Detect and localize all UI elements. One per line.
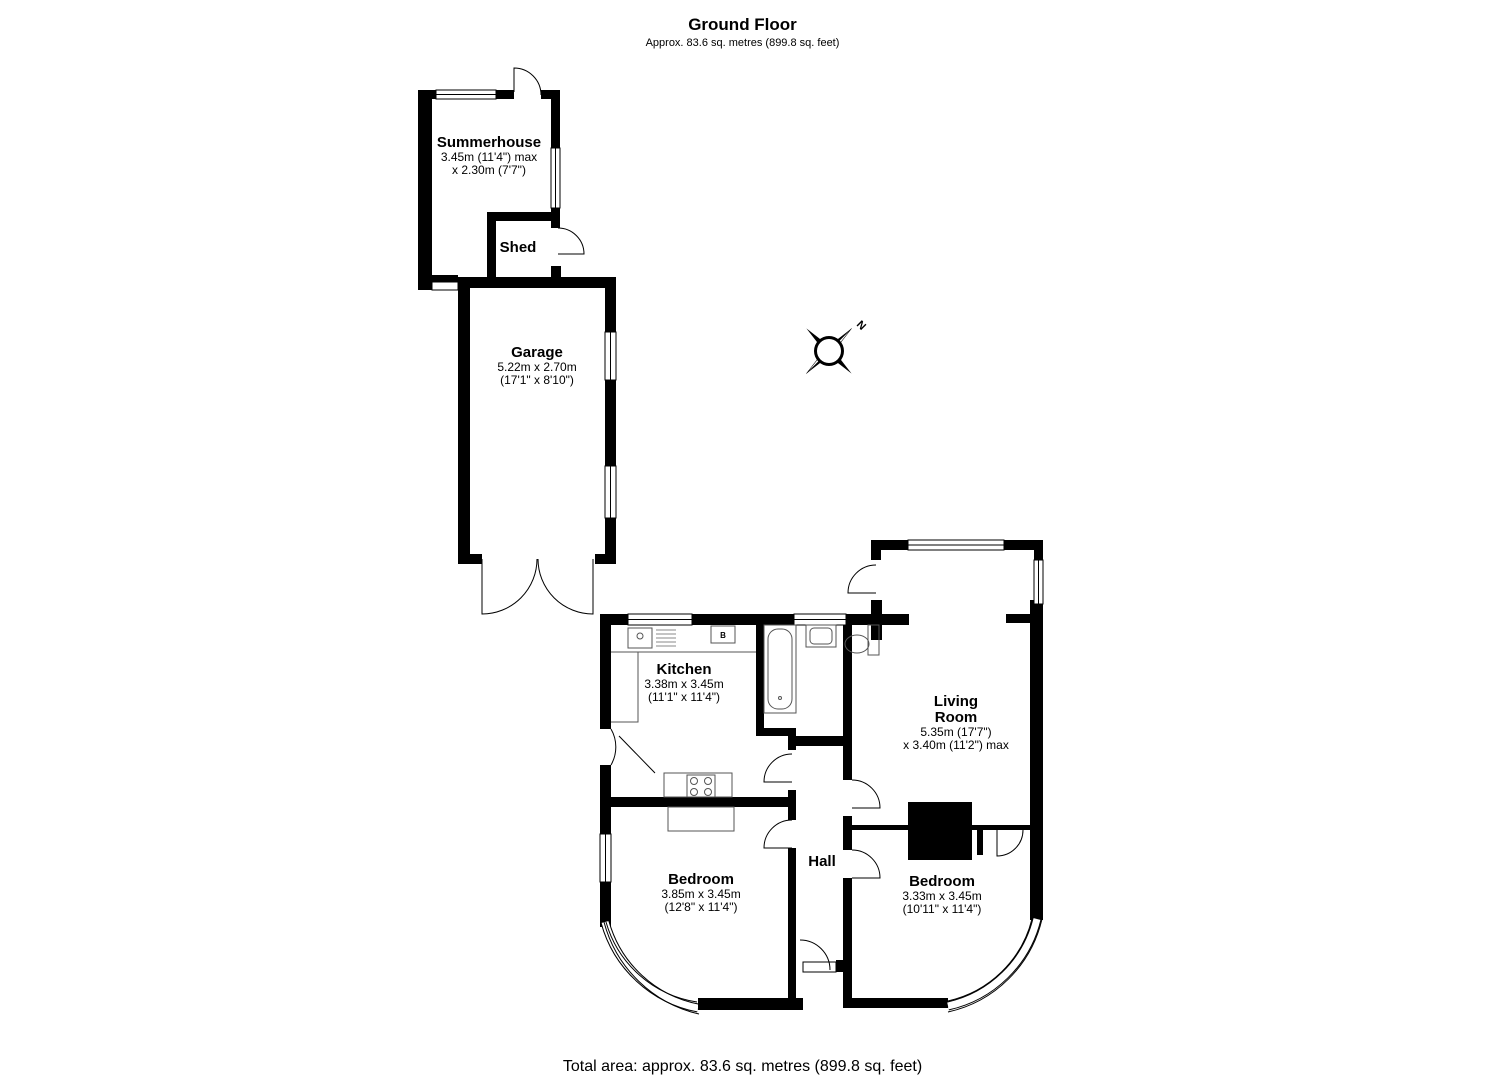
room-dim-bedroom-2b: (10'11" x 11'4"): [903, 902, 982, 916]
room-labels: Summerhouse 3.45m (11'4") max x 2.30m (7…: [437, 134, 1009, 916]
window-summerhouse-bottom: [431, 281, 459, 291]
room-name-bedroom-1: Bedroom: [668, 871, 734, 888]
room-dim-garage-1: 5.22m x 2.70m: [497, 360, 576, 374]
door-shed: [557, 227, 585, 255]
door-bedroom2: [851, 849, 881, 879]
basin-icon: [805, 624, 837, 648]
kitchen-worktop-side: [611, 652, 639, 723]
chimney-breast: [908, 802, 972, 860]
compass-north-label: N: [854, 319, 868, 333]
compass-rose-icon: [806, 328, 852, 374]
door-summerhouse: [513, 67, 542, 96]
toilet-icon: [844, 634, 870, 654]
room-dim-summerhouse-2: x 2.30m (7'7"): [452, 163, 526, 177]
plan-subtitle: Approx. 83.6 sq. metres (899.8 sq. feet): [645, 37, 840, 49]
room-name-bedroom-2: Bedroom: [909, 873, 975, 890]
door-bedroom1: [763, 819, 793, 849]
door-garage-right: [537, 558, 594, 615]
sink-icon: [627, 627, 653, 649]
room-dim-kitchen-2: (11'1" x 11'4"): [648, 690, 720, 704]
room-dim-living-2: x 3.40m (11'2") max: [903, 738, 1009, 752]
hob-icon: [686, 774, 716, 798]
room-name-living-1: Living: [934, 693, 978, 710]
room-name-shed: Shed: [500, 239, 537, 256]
boiler-icon: [710, 625, 736, 644]
room-name-hall: Hall: [808, 853, 836, 870]
room-dim-bedroom-1a: 3.85m x 3.45m: [661, 887, 740, 901]
fixtures: [611, 624, 880, 832]
room-dim-bedroom-1b: (12'8" x 11'4"): [665, 900, 738, 914]
window-front-door: [802, 961, 837, 973]
bath-icon: [763, 624, 797, 714]
door-living-garden: [847, 564, 877, 594]
room-dim-kitchen-1: 3.38m x 3.45m: [644, 677, 723, 691]
door-kitchen-hall: [763, 753, 793, 783]
bay-windows: [600, 917, 1043, 1015]
doors: [481, 67, 1024, 971]
room-dim-summerhouse-1: 3.45m (11'4") max: [441, 150, 537, 164]
door-garage-left: [481, 558, 538, 615]
room-dim-garage-2: (17'1" x 8'10"): [500, 373, 574, 387]
boiler-label: B: [720, 631, 726, 640]
plan-title: Ground Floor: [688, 15, 797, 34]
room-name-summerhouse: Summerhouse: [437, 134, 541, 151]
room-name-living-2: Room: [935, 709, 978, 726]
bedroom-wardrobe: [667, 806, 735, 832]
door-kitchen-back: [610, 728, 617, 766]
hob-counter: [663, 772, 733, 798]
room-dim-living-1: 5.35m (17'7"): [920, 725, 991, 739]
windows: [431, 89, 1044, 973]
total-area: Total area: approx. 83.6 sq. metres (899…: [562, 1058, 923, 1075]
room-name-garage: Garage: [511, 344, 563, 361]
door-living-hall: [851, 779, 881, 809]
room-name-kitchen: Kitchen: [656, 661, 711, 678]
door-front: [799, 939, 831, 971]
door-cupboard: [996, 829, 1024, 857]
drainer-icon: [656, 629, 676, 647]
room-dim-bedroom-2a: 3.33m x 3.45m: [902, 889, 981, 903]
